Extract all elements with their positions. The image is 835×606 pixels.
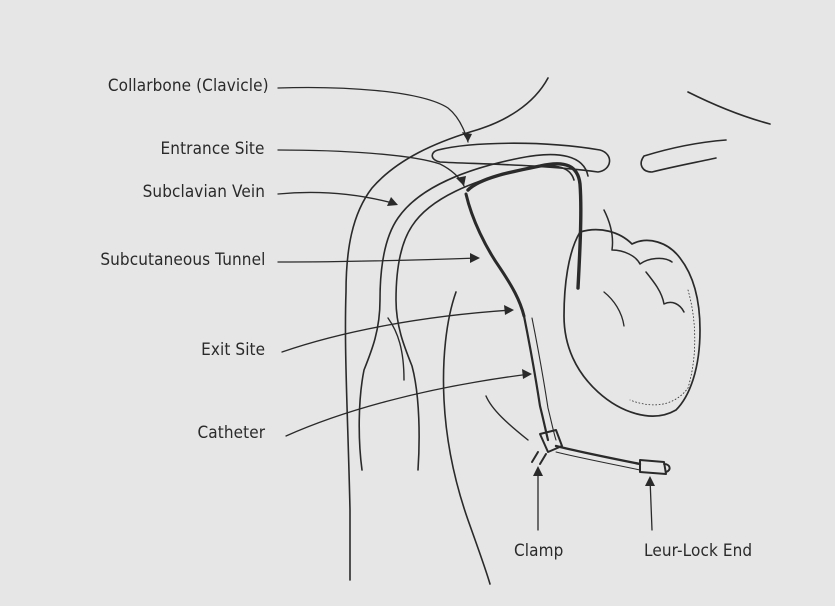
heart-outline bbox=[564, 230, 700, 416]
chest-fold bbox=[486, 396, 528, 440]
label-clamp: Clamp bbox=[514, 541, 563, 561]
arrowhead-clamp bbox=[533, 466, 543, 476]
label-subclavian-vein: Subclavian Vein bbox=[143, 182, 265, 202]
vein-branch bbox=[388, 318, 404, 380]
arrowhead-subcutaneous-tunnel bbox=[470, 253, 480, 263]
catheter-external bbox=[524, 316, 548, 440]
leader-subcutaneous-tunnel bbox=[278, 258, 478, 262]
label-entrance-site: Entrance Site bbox=[161, 139, 265, 159]
leader-catheter bbox=[286, 374, 530, 436]
leader-subclavian-vein bbox=[278, 192, 396, 204]
right-neck-outline bbox=[688, 92, 770, 124]
clavicle-right bbox=[641, 140, 726, 172]
arrowhead-catheter bbox=[522, 369, 532, 379]
heart-shading bbox=[630, 290, 695, 405]
inner-arm-outline bbox=[444, 292, 491, 584]
leader-entrance-site bbox=[278, 150, 464, 186]
catheter-in-vein bbox=[468, 164, 581, 288]
atrium-line bbox=[604, 292, 624, 326]
arrowhead-exit-site bbox=[504, 305, 514, 315]
leader-collarbone bbox=[278, 88, 468, 142]
subclavian-vein-inner bbox=[396, 166, 574, 470]
label-subcutaneous-tunnel: Subcutaneous Tunnel bbox=[100, 250, 265, 270]
arrowhead-leur-lock bbox=[645, 476, 655, 486]
label-exit-site: Exit Site bbox=[201, 340, 265, 360]
label-catheter: Catheter bbox=[197, 423, 265, 443]
pulmonary-vessel bbox=[646, 272, 684, 312]
catheter-tunnel bbox=[466, 194, 524, 316]
leur-lock-shape bbox=[640, 460, 670, 474]
label-collarbone: Collarbone (Clavicle) bbox=[108, 76, 269, 96]
label-leur-lock-end: Leur-Lock End bbox=[644, 541, 752, 561]
aorta-vessel bbox=[604, 210, 672, 264]
